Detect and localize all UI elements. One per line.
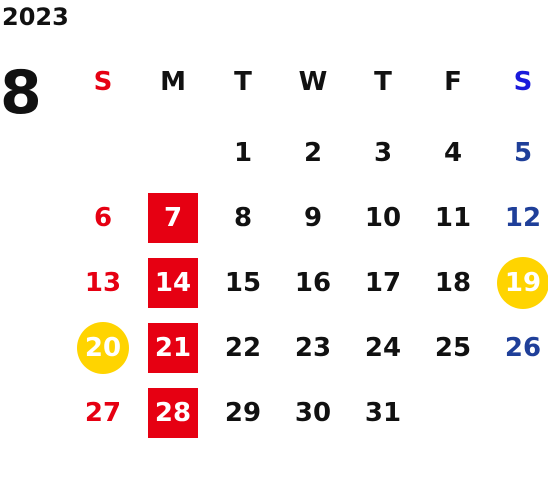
day-cell: 25 bbox=[418, 315, 488, 380]
day-cell: 17 bbox=[348, 250, 418, 315]
weekday-monday: M bbox=[160, 67, 186, 97]
day-number: 16 bbox=[294, 267, 332, 298]
day-number: 18 bbox=[434, 267, 472, 298]
day-cell: 3 bbox=[348, 120, 418, 185]
day-number: 1 bbox=[233, 137, 253, 168]
day-cell: 15 bbox=[208, 250, 278, 315]
day-cell: 23 bbox=[278, 315, 348, 380]
day-number: 23 bbox=[294, 332, 332, 363]
weekday-sunday: S bbox=[93, 67, 113, 97]
weekday-thursday: T bbox=[374, 67, 392, 97]
day-number: 10 bbox=[364, 202, 402, 233]
day-number: 24 bbox=[364, 332, 402, 363]
day-cell: 2 bbox=[278, 120, 348, 185]
weekday-tuesday: T bbox=[234, 67, 252, 97]
day-number: 7 bbox=[148, 192, 198, 243]
day-number: 28 bbox=[148, 387, 198, 438]
day-cell: 24 bbox=[348, 315, 418, 380]
day-cell: 18 bbox=[418, 250, 488, 315]
day-cell: 22 bbox=[208, 315, 278, 380]
day-number: 29 bbox=[224, 397, 262, 428]
weekday-saturday: S bbox=[513, 67, 533, 97]
day-number: 11 bbox=[434, 202, 472, 233]
day-number: 3 bbox=[373, 137, 393, 168]
day-cell: 9 bbox=[278, 185, 348, 250]
day-number: 6 bbox=[93, 202, 113, 233]
day-number: 21 bbox=[148, 322, 198, 373]
day-cell bbox=[488, 380, 548, 445]
day-cell: 16 bbox=[278, 250, 348, 315]
weekday-friday: F bbox=[444, 67, 462, 97]
day-cell-highlight-circle: 19 bbox=[488, 250, 548, 315]
day-number: 12 bbox=[504, 202, 542, 233]
day-cell-highlight-circle: 20 bbox=[68, 315, 138, 380]
day-number bbox=[147, 127, 199, 179]
year-label: 2023 bbox=[2, 3, 69, 31]
weekday-wednesday: W bbox=[298, 67, 328, 97]
day-number: 30 bbox=[294, 397, 332, 428]
day-cell: 8 bbox=[208, 185, 278, 250]
day-cell: 27 bbox=[68, 380, 138, 445]
day-number: 15 bbox=[224, 267, 262, 298]
day-cell: 5 bbox=[488, 120, 548, 185]
day-number bbox=[497, 387, 548, 439]
day-number: 31 bbox=[364, 397, 402, 428]
day-cell-highlight-box: 21 bbox=[138, 315, 208, 380]
day-cell: 29 bbox=[208, 380, 278, 445]
day-cell: 11 bbox=[418, 185, 488, 250]
day-number: 27 bbox=[84, 397, 122, 428]
day-cell: 31 bbox=[348, 380, 418, 445]
day-number bbox=[77, 127, 129, 179]
day-cell: 30 bbox=[278, 380, 348, 445]
day-number: 8 bbox=[233, 202, 253, 233]
day-number: 14 bbox=[148, 257, 198, 308]
day-number bbox=[427, 387, 479, 439]
day-cell: 10 bbox=[348, 185, 418, 250]
day-number: 25 bbox=[434, 332, 472, 363]
day-cell: 4 bbox=[418, 120, 488, 185]
day-number: 4 bbox=[443, 137, 463, 168]
day-cell bbox=[418, 380, 488, 445]
day-number: 5 bbox=[513, 137, 533, 168]
day-number: 26 bbox=[504, 332, 542, 363]
day-cell: 6 bbox=[68, 185, 138, 250]
day-number: 9 bbox=[303, 202, 323, 233]
day-number: 2 bbox=[303, 137, 323, 168]
day-cell: 1 bbox=[208, 120, 278, 185]
day-cell: 26 bbox=[488, 315, 548, 380]
day-number: 20 bbox=[77, 321, 129, 374]
calendar-grid: 1 2 3 4 5 6 7 8 9 10 11 12 13 14 15 16 1… bbox=[68, 120, 548, 445]
weekday-header: S M T W T F S bbox=[68, 62, 548, 102]
day-cell-highlight-box: 14 bbox=[138, 250, 208, 315]
day-cell: 13 bbox=[68, 250, 138, 315]
month-label: 8 bbox=[0, 58, 42, 128]
day-cell: 12 bbox=[488, 185, 548, 250]
day-number: 22 bbox=[224, 332, 262, 363]
day-number: 13 bbox=[84, 267, 122, 298]
day-number: 17 bbox=[364, 267, 402, 298]
day-cell bbox=[138, 120, 208, 185]
day-cell-highlight-box: 28 bbox=[138, 380, 208, 445]
day-cell bbox=[68, 120, 138, 185]
day-cell-highlight-box: 7 bbox=[138, 185, 208, 250]
day-number: 19 bbox=[497, 256, 548, 309]
